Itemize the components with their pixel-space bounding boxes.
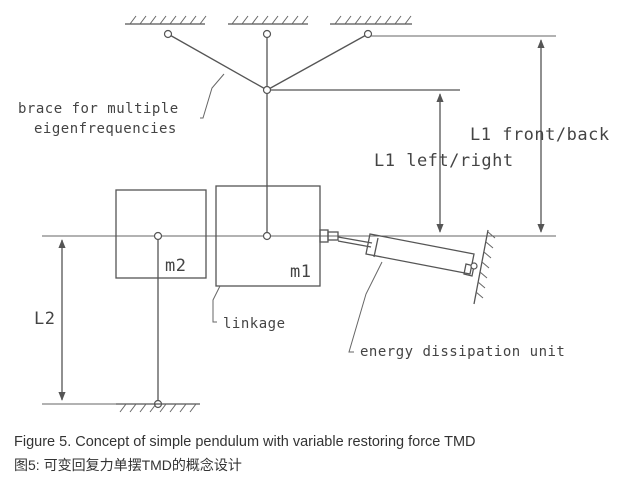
- brace-leader-line: [200, 73, 225, 119]
- wall-support: [473, 229, 496, 305]
- brace-label-line2: eigenfrequencies: [34, 121, 177, 137]
- ceiling-support-left: [125, 15, 207, 25]
- energy-unit-label: energy dissipation unit: [360, 344, 565, 360]
- ceiling-support-right: [330, 15, 412, 25]
- ceiling-support-middle: [228, 15, 309, 25]
- l1-front-back-label: L1 front/back: [470, 125, 610, 145]
- figure-caption-chinese: 图5: 可变回复力单摆TMD的概念设计: [14, 457, 242, 473]
- mass-m2: m2: [115, 189, 207, 279]
- floor-support: [116, 403, 200, 413]
- mass-m1-label: m1: [290, 262, 311, 282]
- brace: [163, 29, 460, 236]
- brace-label-line1: brace for multiple: [18, 101, 179, 117]
- l2-label: L2: [34, 309, 55, 329]
- energy-dissipation-unit: [319, 229, 478, 277]
- l1-left-right-label: L1 left/right: [374, 151, 514, 171]
- linkage-leader-line: [212, 285, 221, 323]
- energy-unit-leader-line: [348, 261, 383, 353]
- mass-m2-label: m2: [165, 256, 186, 276]
- pendulum-tmd-diagram: brace for multiple eigenfrequencies L1 f…: [18, 15, 610, 413]
- figure-caption-english: Figure 5. Concept of simple pendulum wit…: [14, 434, 476, 450]
- linkage-label: linkage: [223, 316, 286, 332]
